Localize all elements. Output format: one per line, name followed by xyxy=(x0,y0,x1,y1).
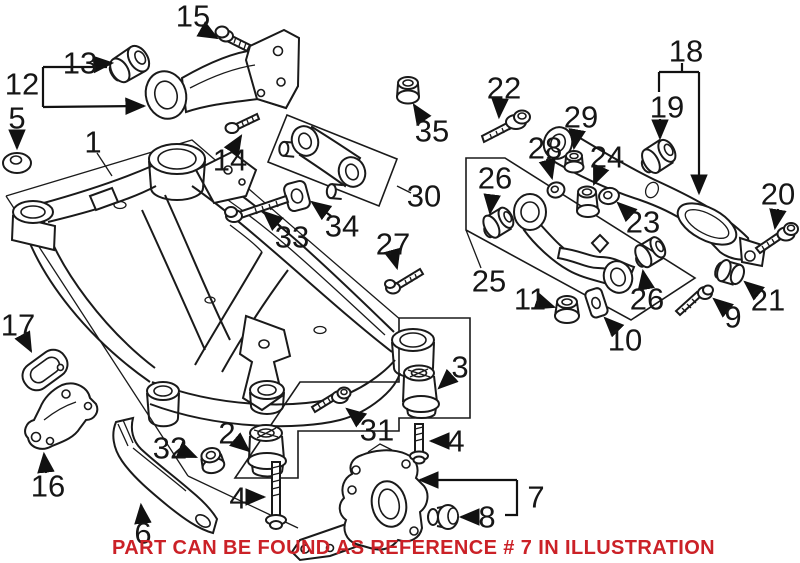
callout-23: 23 xyxy=(625,204,661,240)
part-trailing-arm xyxy=(144,28,301,120)
callout-35: 35 xyxy=(414,113,450,149)
callout-31: 31 xyxy=(359,412,395,448)
callout-9: 9 xyxy=(724,299,742,335)
part-bolt-31 xyxy=(310,386,352,414)
callout-20: 20 xyxy=(760,176,796,212)
part-bolt-33 xyxy=(224,194,290,223)
part-bolt-9 xyxy=(674,284,714,317)
callout-3: 3 xyxy=(451,349,469,385)
part-bolt-22 xyxy=(480,109,531,144)
callout-25: 25 xyxy=(471,263,507,299)
callout-4: 4 xyxy=(447,423,465,459)
part-link-30 xyxy=(278,125,367,201)
part-bolt-4-left xyxy=(265,461,287,530)
part-bolt-14 xyxy=(224,112,261,134)
callout-1: 1 xyxy=(84,124,102,160)
callout-5: 5 xyxy=(8,100,26,136)
callout-16: 16 xyxy=(30,468,66,504)
part-clamp-10 xyxy=(584,287,609,319)
callout-10: 10 xyxy=(607,322,643,358)
callout-32: 32 xyxy=(152,430,188,466)
part-nut-29 xyxy=(563,150,585,174)
callout-21: 21 xyxy=(750,282,786,318)
callout-14: 14 xyxy=(212,142,248,178)
callout-12: 12 xyxy=(4,66,40,102)
part-clamp-34 xyxy=(283,179,311,213)
callout-7: 7 xyxy=(527,479,545,515)
callout-8: 8 xyxy=(478,499,496,535)
part-bracket-16 xyxy=(24,382,99,450)
callout-26: 26 xyxy=(629,281,665,317)
part-bushing-26b xyxy=(634,236,667,269)
part-bolt-15 xyxy=(214,25,252,53)
part-knuckle-7 xyxy=(290,443,429,562)
callout-27: 27 xyxy=(375,226,411,262)
callout-11: 11 xyxy=(513,281,547,317)
callout-34: 34 xyxy=(324,208,360,244)
part-bushing-3 xyxy=(402,364,440,420)
part-bushing-8 xyxy=(427,504,459,530)
callout-33: 33 xyxy=(274,219,310,255)
leader-lines xyxy=(8,21,787,526)
callout-15: 15 xyxy=(175,0,211,34)
part-bolt-4-right xyxy=(409,423,429,465)
part-bushing-13 xyxy=(108,44,151,84)
part-nut-11 xyxy=(554,295,580,324)
part-upper-link-25 xyxy=(513,193,636,294)
callout-26: 26 xyxy=(477,160,513,196)
callout-13: 13 xyxy=(62,45,98,81)
callout-4: 4 xyxy=(229,480,247,516)
callout-29: 29 xyxy=(563,99,599,135)
callout-6: 6 xyxy=(134,515,152,551)
part-nut-24 xyxy=(576,185,600,218)
part-bolt-27 xyxy=(384,267,425,295)
callout-17: 17 xyxy=(0,307,36,343)
part-bolt-20 xyxy=(754,222,799,255)
part-mount-pad-17 xyxy=(21,348,69,392)
part-subframe xyxy=(10,143,435,428)
part-washer-28 xyxy=(546,181,566,199)
callout-18: 18 xyxy=(668,33,704,69)
part-brace-6 xyxy=(112,416,219,535)
callout-19: 19 xyxy=(649,89,685,125)
part-bushing-2 xyxy=(247,424,287,478)
callout-22: 22 xyxy=(486,70,522,106)
callout-24: 24 xyxy=(589,139,625,175)
callout-30: 30 xyxy=(406,178,442,214)
part-bushing-19 xyxy=(640,138,677,175)
part-washer-23 xyxy=(598,186,620,206)
part-bushing-21 xyxy=(714,259,745,286)
part-nut-35 xyxy=(396,76,420,105)
part-washer-5 xyxy=(2,152,32,174)
part-bushing-26a xyxy=(482,206,515,239)
callout-2: 2 xyxy=(218,415,236,451)
callout-28: 28 xyxy=(527,130,563,166)
part-nut-32 xyxy=(200,446,226,475)
caption: PART CAN BE FOUND AS REFERENCE # 7 IN IL… xyxy=(112,537,715,559)
